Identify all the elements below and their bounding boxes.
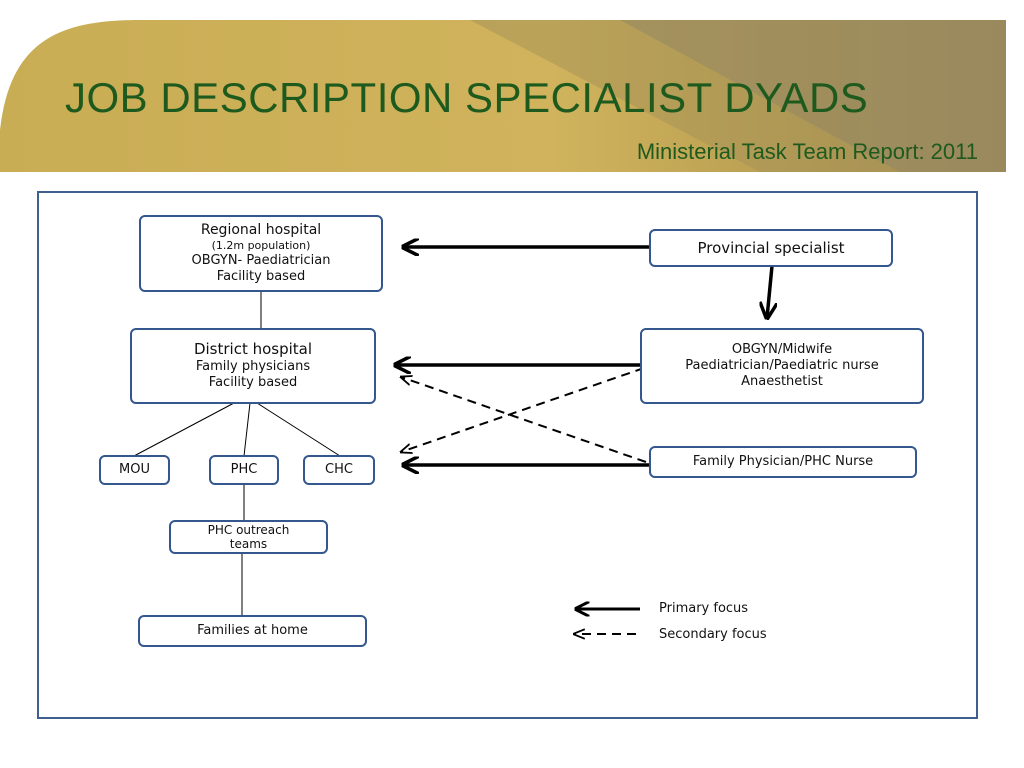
provincial-to-obgyn-arrow [767, 265, 772, 318]
diagram-frame [37, 191, 978, 719]
family-physician-box: Family Physician/PHC Nurse [649, 446, 917, 478]
regional-hospital-box: Regional hospital (1.2m population) OBGY… [139, 215, 383, 292]
provincial-specialist-box: Provincial specialist [649, 229, 893, 267]
header-background [0, 20, 1006, 172]
regional-hospital-title: Regional hospital [200, 221, 322, 238]
district-basis: Facility based [208, 375, 298, 391]
family-physician-label: Family Physician/PHC Nurse [692, 453, 874, 469]
obgyn-line-1: OBGYN/Midwife [731, 341, 833, 357]
obgyn-team-box: OBGYN/Midwife Paediatrician/Paediatric n… [640, 328, 924, 404]
chc-box: CHC [303, 455, 375, 485]
district-phc-line [243, 402, 251, 457]
obgyn-to-clinics-dashed-arrow [401, 367, 645, 452]
primary-arrows [395, 247, 772, 465]
families-at-home-box: Families at home [138, 615, 367, 647]
mou-label: MOU [119, 461, 150, 477]
phc-box: PHC [209, 455, 279, 485]
legend-secondary-label: Secondary focus [659, 627, 767, 642]
phc-label: PHC [230, 461, 258, 477]
families-at-home-label: Families at home [197, 622, 308, 638]
obgyn-line-3: Anaesthetist [741, 374, 823, 390]
slide-header: JOB DESCRIPTION SPECIALIST DYADS Ministe… [0, 0, 1024, 172]
legend-symbols [574, 609, 640, 634]
district-hospital-box: District hospital Family physicians Faci… [130, 328, 376, 404]
district-chc-line [256, 402, 341, 457]
phc-outreach-label: PHC outreach teams [207, 522, 290, 551]
legend-primary-label: Primary focus [659, 601, 749, 616]
hierarchy-lines [133, 291, 341, 616]
phc-outreach-box: PHC outreach teams [169, 520, 328, 554]
regional-population: (1.2m population) [211, 239, 311, 253]
slide-subtitle: Ministerial Task Team Report: 2011 [636, 139, 978, 164]
obgyn-line-2: Paediatrician/Paediatric nurse [685, 357, 879, 373]
chc-label: CHC [325, 461, 353, 477]
slide-title: JOB DESCRIPTION SPECIALIST DYADS [65, 74, 869, 121]
family-physician-to-district-dashed-arrow [401, 377, 647, 463]
secondary-arrows [401, 367, 647, 463]
provincial-specialist-label: Provincial specialist [697, 238, 845, 257]
mou-box: MOU [99, 455, 170, 485]
regional-basis: Facility based [216, 269, 306, 285]
regional-staff: OBGYN- Paediatrician [191, 252, 331, 268]
district-hospital-title: District hospital [193, 340, 313, 359]
district-staff: Family physicians [195, 359, 311, 375]
district-mou-line [133, 402, 235, 457]
